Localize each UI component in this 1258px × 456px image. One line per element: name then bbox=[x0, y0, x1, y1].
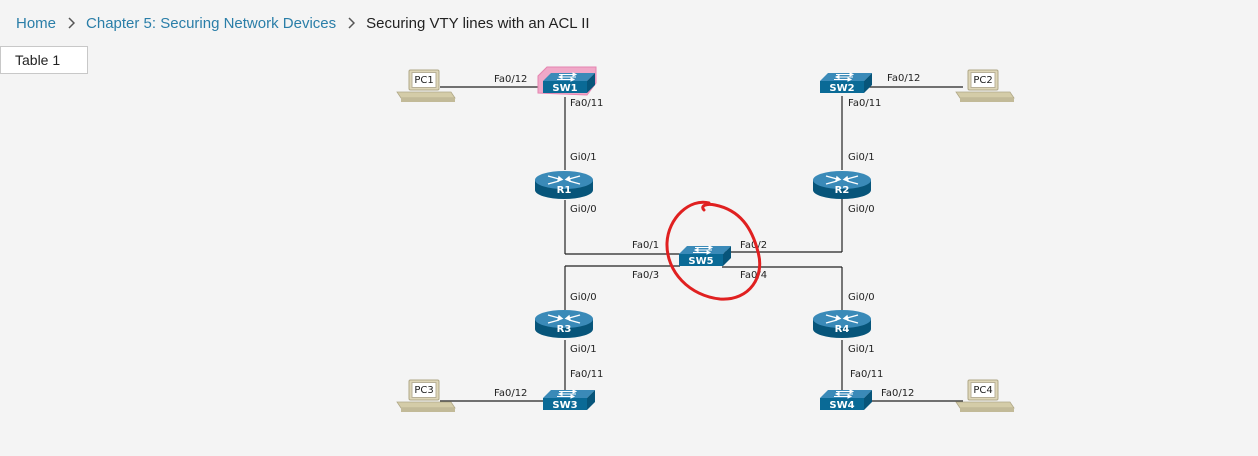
table-1-button[interactable]: Table 1 bbox=[0, 46, 88, 74]
pc3-label: PC3 bbox=[414, 385, 433, 396]
pc2-label: PC2 bbox=[973, 75, 992, 86]
port-label: Fa0/11 bbox=[570, 98, 603, 109]
r4-label: R4 bbox=[835, 324, 850, 335]
port-label: Fa0/11 bbox=[850, 369, 883, 380]
port-label: Gi0/1 bbox=[848, 344, 875, 355]
pc2[interactable]: PC2 bbox=[955, 69, 1015, 103]
port-label: Fa0/11 bbox=[570, 369, 603, 380]
r4-router[interactable]: R4 bbox=[812, 309, 872, 339]
r2-label: R2 bbox=[835, 185, 850, 196]
port-label: Fa0/12 bbox=[494, 74, 527, 85]
pc4[interactable]: PC4 bbox=[955, 379, 1015, 413]
port-label: Gi0/0 bbox=[848, 292, 875, 303]
r2-router[interactable]: R2 bbox=[812, 170, 872, 200]
pc1[interactable]: PC1 bbox=[396, 69, 456, 103]
port-label: Fa0/12 bbox=[887, 73, 920, 84]
port-label: Fa0/11 bbox=[848, 98, 881, 109]
sw3-switch[interactable]: SW3 bbox=[542, 389, 596, 411]
topology-links bbox=[440, 86, 963, 402]
breadcrumb-chapter-link[interactable]: Chapter 5: Securing Network Devices bbox=[86, 14, 337, 32]
r3-router[interactable]: R3 bbox=[534, 309, 594, 339]
red-circle-annotation bbox=[665, 200, 762, 301]
breadcrumb-home-link[interactable]: Home bbox=[16, 14, 57, 32]
breadcrumb: Home Chapter 5: Securing Network Devices… bbox=[16, 13, 590, 33]
port-labels: Fa0/12 Fa0/11 Gi0/1 Gi0/0 Fa0/12 Fa0/11 … bbox=[494, 73, 920, 399]
pc4-label: PC4 bbox=[973, 385, 992, 396]
r3-label: R3 bbox=[557, 324, 572, 335]
sw5-label: SW5 bbox=[688, 256, 713, 267]
r1-router[interactable]: R1 bbox=[534, 170, 594, 200]
port-label: Gi0/0 bbox=[570, 204, 597, 215]
sw5-switch[interactable]: SW5 bbox=[678, 245, 732, 267]
port-label: Gi0/1 bbox=[570, 344, 597, 355]
port-label: Gi0/0 bbox=[848, 204, 875, 215]
pc1-label: PC1 bbox=[414, 75, 433, 86]
port-label: Gi0/1 bbox=[848, 152, 875, 163]
sw1-switch[interactable]: SW1 bbox=[537, 66, 597, 96]
breadcrumb-current: Securing VTY lines with an ACL II bbox=[366, 14, 590, 32]
port-label: Gi0/1 bbox=[570, 152, 597, 163]
port-label: Fa0/2 bbox=[740, 240, 767, 251]
sw4-switch[interactable]: SW4 bbox=[819, 389, 873, 411]
port-label: Fa0/3 bbox=[632, 270, 659, 281]
chevron-right-icon bbox=[348, 17, 356, 29]
port-label: Fa0/12 bbox=[881, 388, 914, 399]
port-label: Fa0/1 bbox=[632, 240, 659, 251]
sw1-label: SW1 bbox=[552, 83, 577, 94]
sw2-switch[interactable]: SW2 bbox=[819, 72, 873, 94]
chevron-right-icon bbox=[68, 17, 76, 29]
port-label: Fa0/4 bbox=[740, 270, 767, 281]
sw3-label: SW3 bbox=[552, 400, 577, 411]
port-label: Gi0/0 bbox=[570, 292, 597, 303]
r1-label: R1 bbox=[557, 185, 572, 196]
sw4-label: SW4 bbox=[829, 400, 854, 411]
sw2-label: SW2 bbox=[829, 83, 854, 94]
port-label: Fa0/12 bbox=[494, 388, 527, 399]
pc3[interactable]: PC3 bbox=[396, 379, 456, 413]
